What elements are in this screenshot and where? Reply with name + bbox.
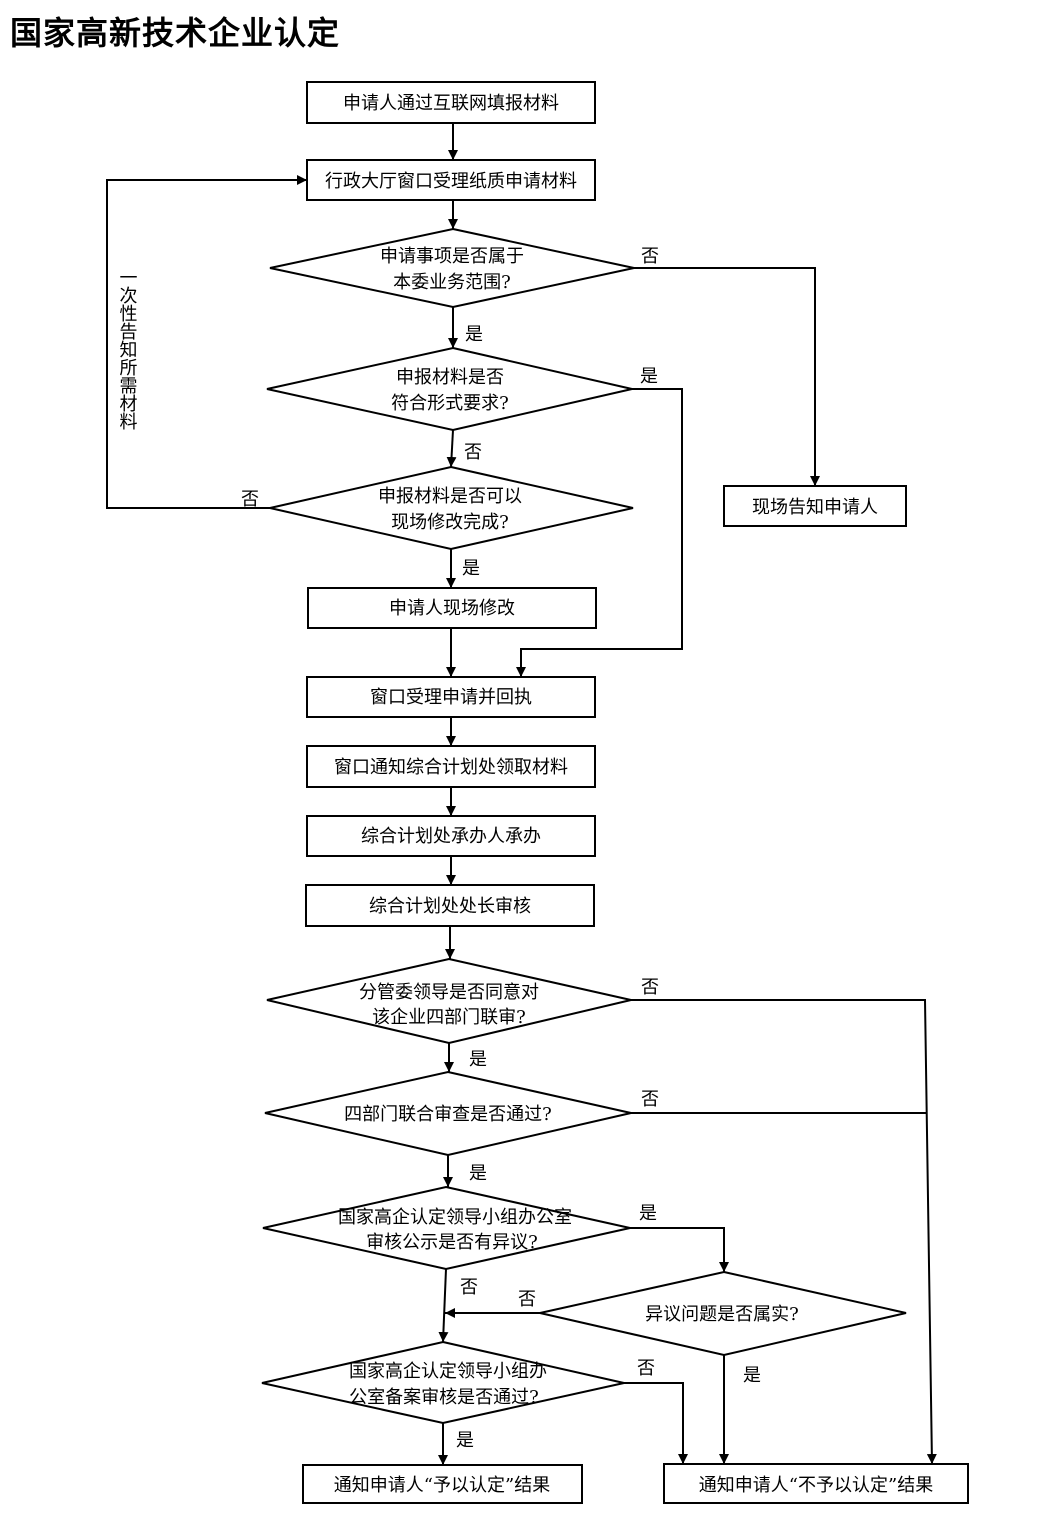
node-leader-q1: 分管委领导是否同意对 xyxy=(359,982,539,1003)
node-fix-q2: 现场修改完成? xyxy=(391,512,509,533)
label-fix-no: 否 xyxy=(241,489,259,510)
box-result-no xyxy=(663,1463,969,1504)
node-result-yes: 通知申请人“予以认定”结果 xyxy=(334,1475,550,1496)
node-filing-q2: 公室备案审核是否通过? xyxy=(349,1387,539,1408)
label-fix-yes: 是 xyxy=(462,558,480,579)
edge-scope-no xyxy=(634,267,820,486)
edge-publicity-no xyxy=(438,1268,449,1343)
node-filing-q1: 国家高企认定领导小组办 xyxy=(349,1361,547,1382)
edge-publicity-yes xyxy=(630,1227,729,1272)
node-publicity-q1: 国家高企认定领导小组办公室 xyxy=(338,1207,572,1228)
label-objection-yes: 是 xyxy=(743,1365,761,1386)
node-publicity-q2: 审核公示是否有异议? xyxy=(366,1232,538,1253)
label-format-no: 否 xyxy=(464,442,482,463)
label-leader-no: 否 xyxy=(641,977,659,998)
label-format-yes: 是 xyxy=(640,366,658,387)
edge-leader-no xyxy=(631,999,937,1465)
box-onsite-notify xyxy=(723,485,907,527)
diamond-format xyxy=(266,346,633,432)
label-scope-yes: 是 xyxy=(465,324,483,345)
label-scope-no: 否 xyxy=(641,246,659,267)
diamond-publicity xyxy=(262,1185,631,1271)
box-planning-handle xyxy=(306,815,596,857)
label-objection-no: 否 xyxy=(518,1289,536,1310)
node-window-accept-paper: 行政大厅窗口受理纸质申请材料 xyxy=(325,171,577,192)
node-fix-q1: 申报材料是否可以 xyxy=(378,486,522,507)
node-joint-review-q: 四部门联合审查是否通过? xyxy=(344,1104,552,1125)
node-format-q1: 申报材料是否 xyxy=(396,367,504,388)
diamond-fix xyxy=(269,465,634,551)
node-scope-q2: 本委业务范围? xyxy=(393,272,511,293)
node-result-no: 通知申请人“不予以认定”结果 xyxy=(699,1475,933,1496)
label-joint-no: 否 xyxy=(641,1089,659,1110)
node-window-receipt: 窗口受理申请并回执 xyxy=(370,687,532,708)
node-leader-q2: 该企业四部门联审? xyxy=(372,1007,526,1028)
label-filing-no: 否 xyxy=(637,1358,655,1379)
node-applicant-fix: 申请人现场修改 xyxy=(389,598,515,619)
box-apply-online xyxy=(306,81,596,124)
label-leader-yes: 是 xyxy=(469,1049,487,1070)
diamond-filing xyxy=(261,1340,625,1425)
node-onsite-notify: 现场告知申请人 xyxy=(752,497,878,518)
label-joint-yes: 是 xyxy=(469,1163,487,1184)
edge-format-no xyxy=(446,429,457,468)
page-title: 国家高新技术企业认定 xyxy=(10,14,341,52)
label-publicity-no: 否 xyxy=(460,1277,478,1298)
box-window-accept-paper xyxy=(306,159,596,201)
edge-format-yes xyxy=(516,388,683,677)
node-notify-planning: 窗口通知综合计划处领取材料 xyxy=(334,757,568,778)
label-filing-yes: 是 xyxy=(456,1430,474,1451)
edge-filing-no xyxy=(624,1382,688,1464)
edge-fix-no xyxy=(106,175,307,509)
node-apply-online: 申请人通过互联网填报材料 xyxy=(343,93,559,114)
node-objection-q: 异议问题是否属实? xyxy=(645,1304,799,1325)
node-planning-handle: 综合计划处承办人承办 xyxy=(361,826,541,847)
diamond-scope xyxy=(269,227,635,309)
label-publicity-yes: 是 xyxy=(639,1203,657,1224)
node-scope-q1: 申请事项是否属于 xyxy=(380,246,524,267)
box-result-yes xyxy=(302,1464,583,1504)
node-format-q2: 符合形式要求? xyxy=(391,393,509,414)
side-label: 一次性告知所需材料 xyxy=(117,268,138,430)
node-director-review: 综合计划处处长审核 xyxy=(369,896,531,917)
box-director-review xyxy=(305,884,595,927)
